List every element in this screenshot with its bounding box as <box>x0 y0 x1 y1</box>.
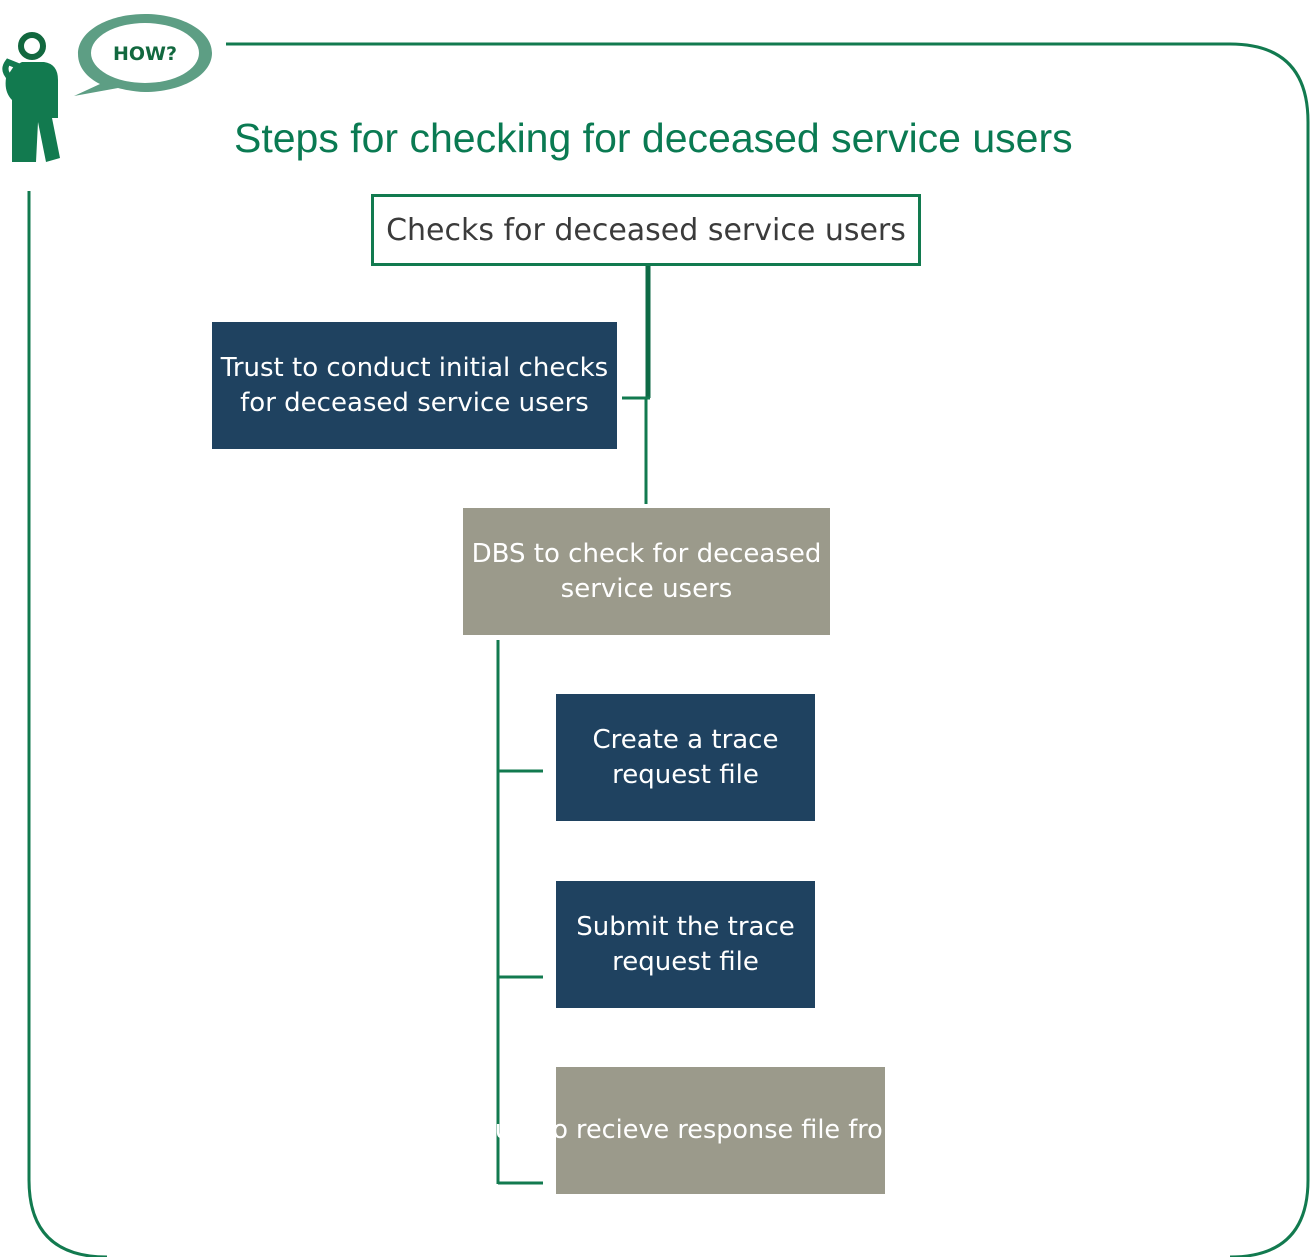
node-trust-initial-checks: Trust to conduct initial checks for dece… <box>212 322 617 449</box>
node-create-trace: Create a trace request file <box>556 694 815 821</box>
node-submit-trace: Submit the trace request file <box>556 881 815 1008</box>
root-node: Checks for deceased service users <box>371 194 921 266</box>
node-dbs-check: DBS to check for deceased service users <box>463 508 830 635</box>
outer-border <box>226 42 1310 1257</box>
node-receive-response: Trust to recieve response file from DBS <box>472 1067 969 1194</box>
page-title: Steps for checking for deceased service … <box>234 115 1073 161</box>
speech-bubble-text: HOW? <box>113 43 177 65</box>
thinking-person-icon <box>2 32 61 162</box>
speech-bubble-icon: HOW? <box>74 14 212 96</box>
outer-border-left <box>27 191 108 1257</box>
